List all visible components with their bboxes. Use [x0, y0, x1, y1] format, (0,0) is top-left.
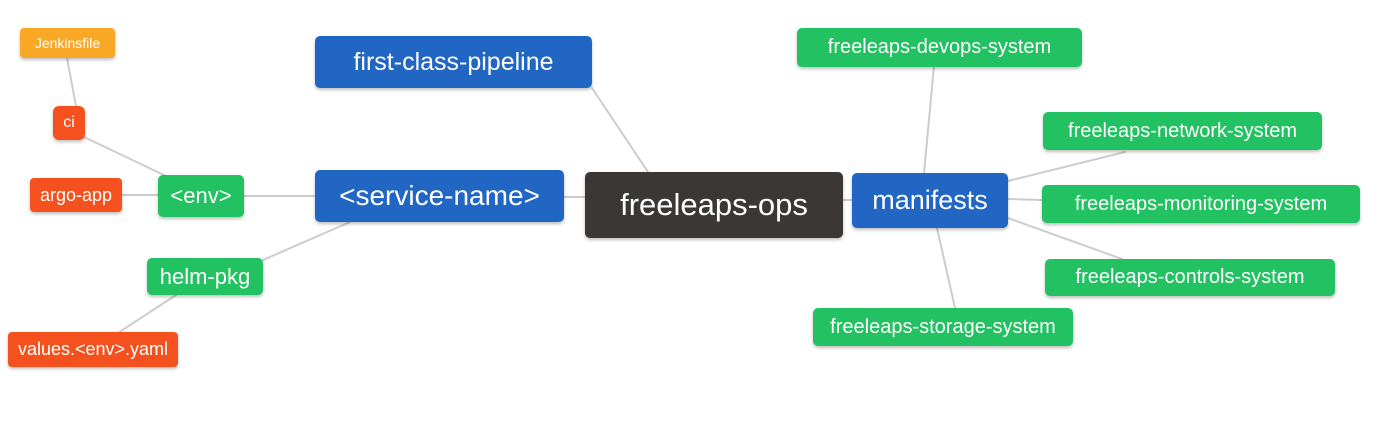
- node-freeleaps-ops-root[interactable]: freeleaps-ops: [585, 172, 843, 238]
- node-jenkinsfile[interactable]: Jenkinsfile: [20, 28, 115, 58]
- edge-values-helm-pkg: [117, 294, 177, 334]
- edge-manifests-devops: [923, 65, 935, 174]
- node-network-system[interactable]: freeleaps-network-system: [1043, 112, 1322, 150]
- edge-manifests-storage: [936, 227, 956, 309]
- node-argo-app[interactable]: argo-app: [30, 178, 122, 212]
- node-devops-system[interactable]: freeleaps-devops-system: [797, 28, 1082, 67]
- edge-helm-pkg-service-name: [262, 221, 351, 261]
- node-service-name[interactable]: <service-name>: [315, 170, 564, 222]
- edge-manifests-controls: [1007, 217, 1123, 260]
- edge-manifests-network: [1007, 151, 1126, 182]
- node-first-class-pipeline[interactable]: first-class-pipeline: [315, 36, 592, 88]
- edge-pipeline-ops: [591, 87, 649, 173]
- node-helm-pkg[interactable]: helm-pkg: [147, 258, 263, 295]
- node-values-env-yaml[interactable]: values.<env>.yaml: [8, 332, 178, 367]
- edge-jenkinsfile-ci: [66, 57, 77, 107]
- node-manifests[interactable]: manifests: [852, 173, 1008, 228]
- node-env[interactable]: <env>: [158, 175, 244, 217]
- edge-ci-env: [81, 135, 169, 178]
- node-storage-system[interactable]: freeleaps-storage-system: [813, 308, 1073, 346]
- node-ci[interactable]: ci: [53, 106, 85, 140]
- node-controls-system[interactable]: freeleaps-controls-system: [1045, 259, 1335, 296]
- node-monitoring-system[interactable]: freeleaps-monitoring-system: [1042, 185, 1360, 223]
- edge-manifests-monitoring: [1007, 198, 1043, 201]
